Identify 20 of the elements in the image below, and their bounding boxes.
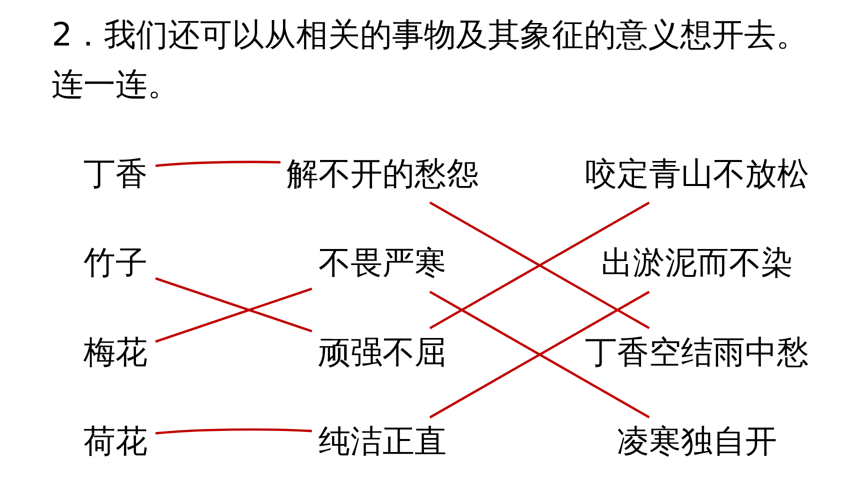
node-text: 不畏严寒 (318, 244, 446, 282)
node-text: 咬定青山不放松 (584, 154, 809, 192)
connector (429, 202, 650, 330)
node-text: 荷花 (84, 422, 148, 460)
node-text: 出淤泥而不染 (600, 244, 793, 282)
node-text: 纯洁正直 (318, 422, 446, 460)
connector (155, 160, 281, 167)
node-text: 竹子 (84, 244, 148, 282)
connector (429, 290, 650, 418)
node-text: 解不开的愁怨 (286, 154, 478, 192)
connector (155, 428, 312, 434)
node-text: 凌寒独自开 (616, 422, 777, 460)
connector (155, 288, 312, 343)
node-text: 丁香空结雨中愁 (584, 332, 809, 371)
node-text: 丁香 (84, 154, 148, 192)
node-text: 梅花 (84, 332, 148, 371)
connector (155, 277, 312, 332)
diagram-title: 2．我们还可以从相关的事物及其象征的意义想开去。 (52, 16, 808, 54)
label: 连一连。 (52, 65, 180, 104)
node-text: 顽强不屈 (318, 332, 446, 371)
